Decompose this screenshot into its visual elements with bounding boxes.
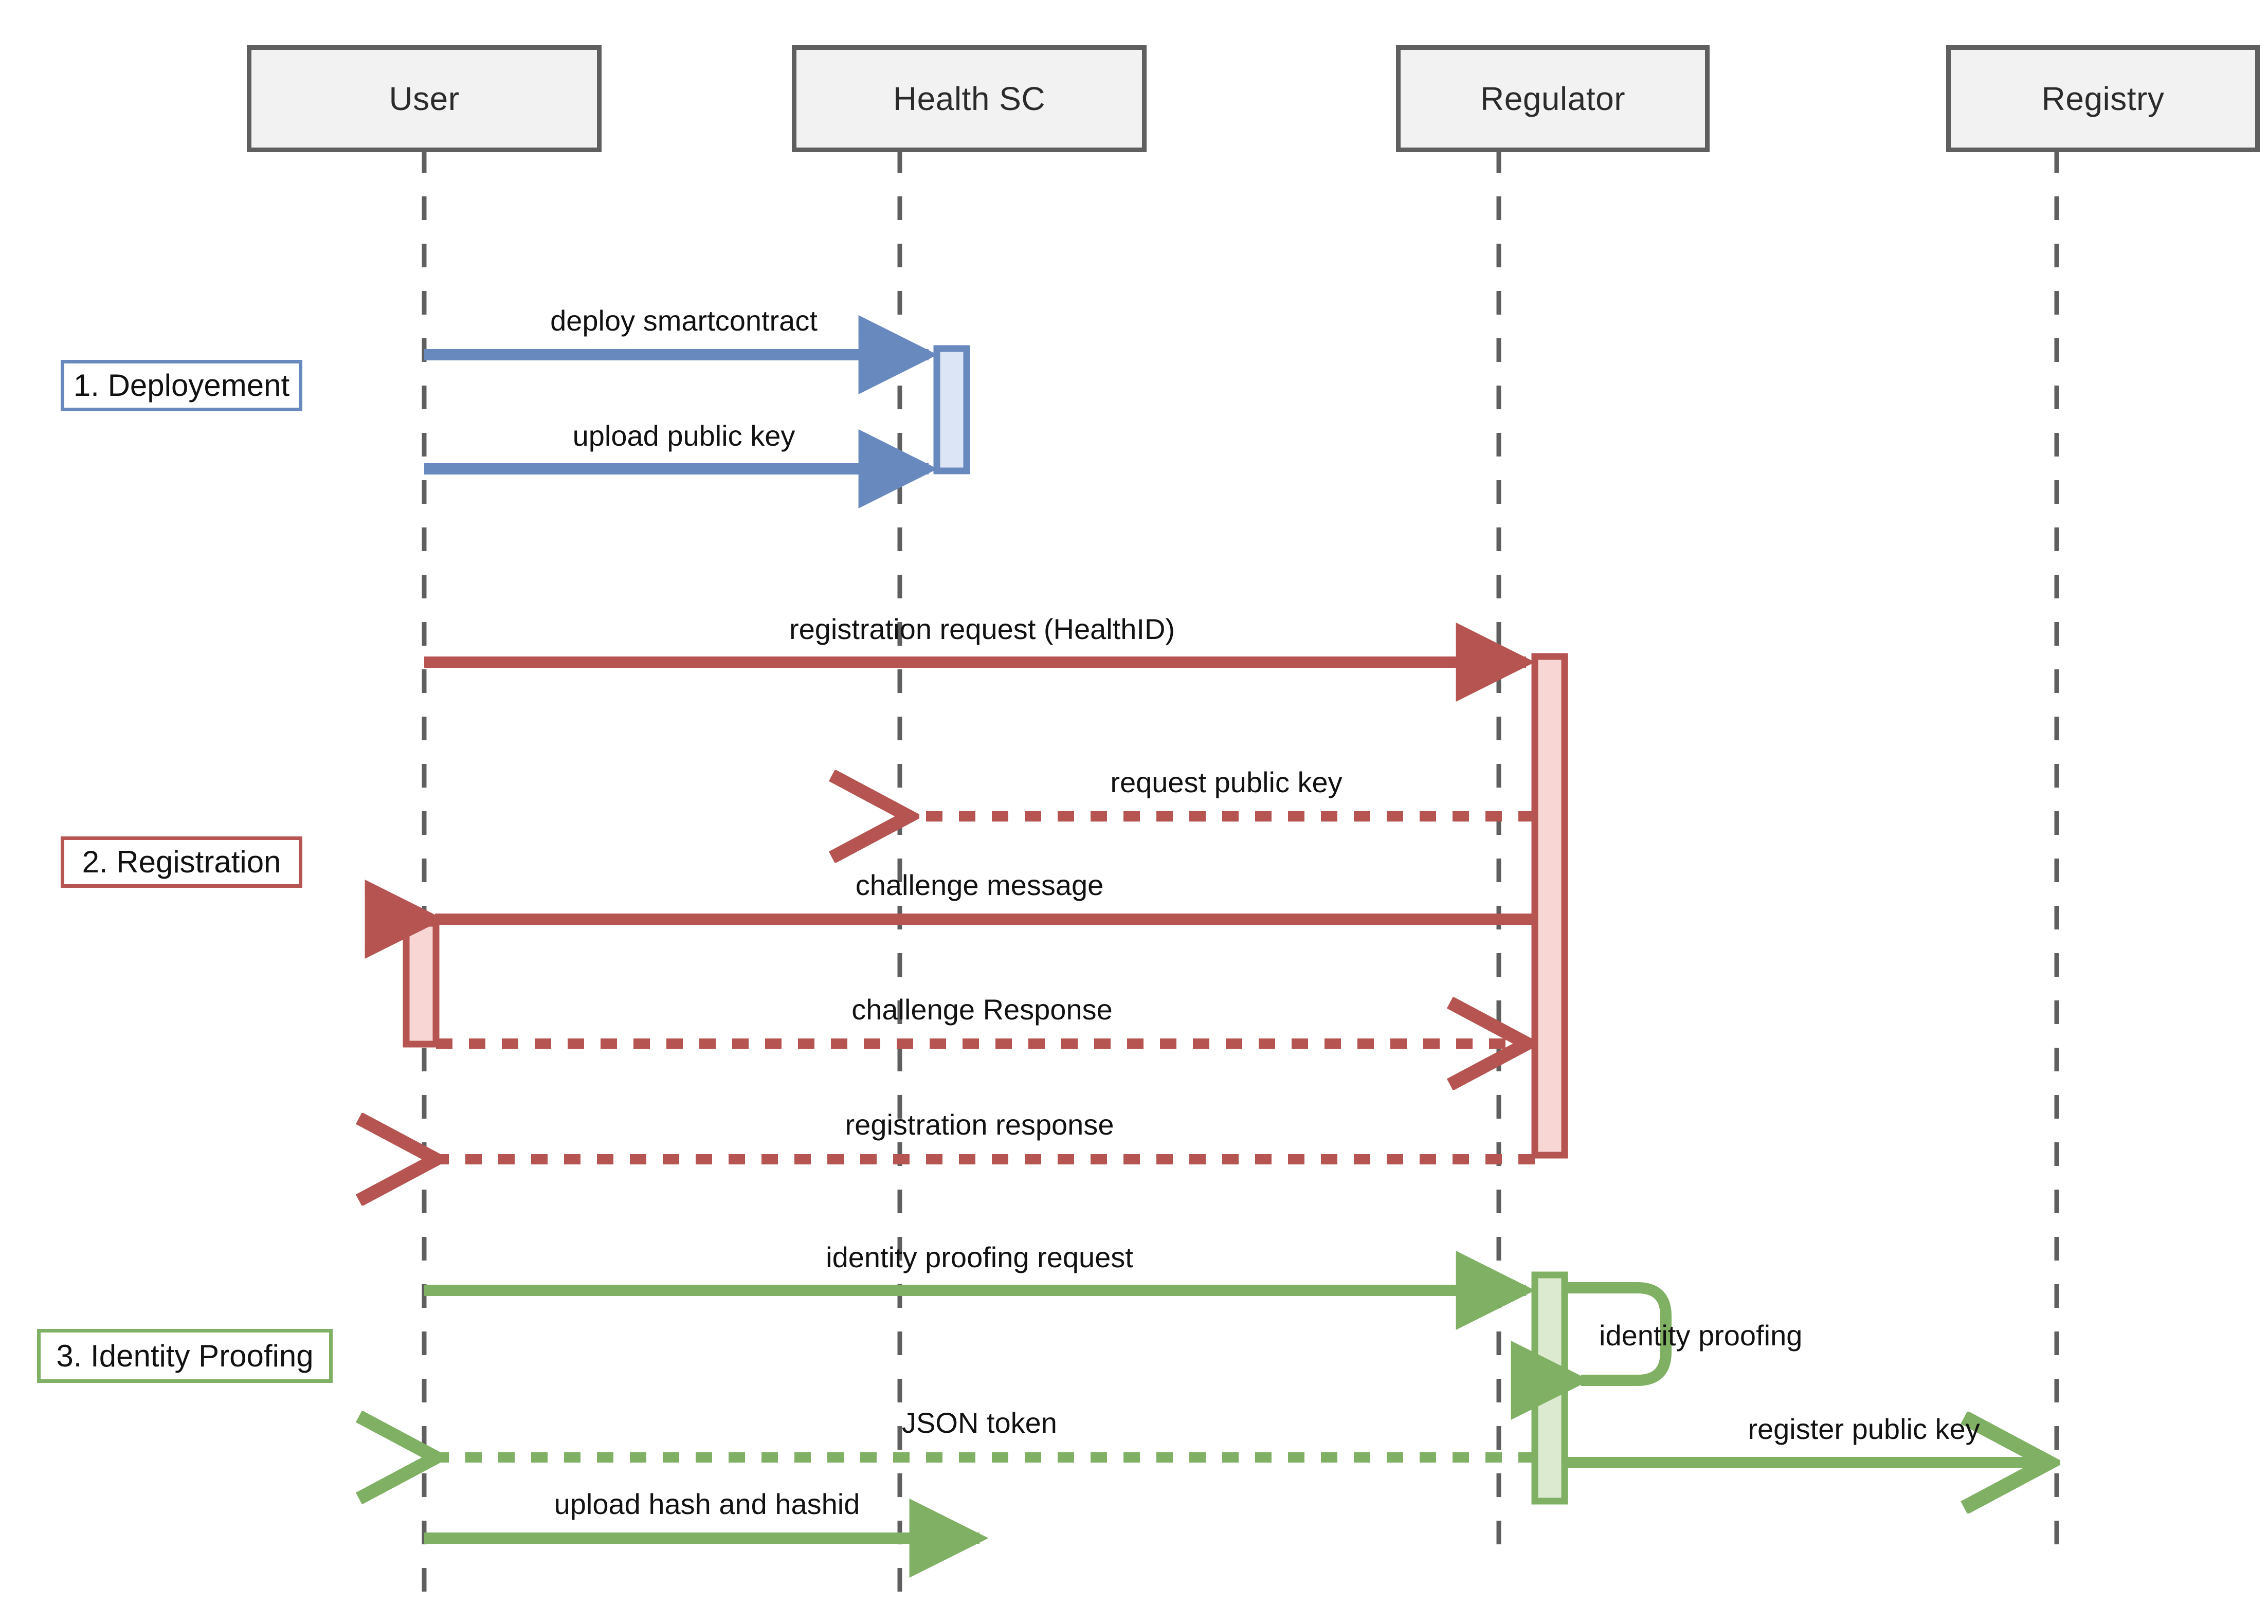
phase-label-registration: 2. Registration — [82, 845, 281, 879]
message-label-request-public-key: request public key — [1110, 766, 1342, 798]
message-label-registration-request: registration request (HealthID) — [789, 613, 1175, 645]
lifeline-label-health-sc: Health SC — [893, 80, 1046, 117]
message-label-upload-hash-and-hashid: upload hash and hashid — [554, 1488, 860, 1520]
message-label-challenge-message: challenge message — [855, 869, 1104, 901]
lifeline-dashes — [422, 149, 2059, 1599]
lifeline-label-user: User — [389, 80, 460, 117]
message-label-self-identity-proofing: identity proofing — [1599, 1319, 1803, 1352]
activation-user-challenge — [403, 920, 440, 1048]
phase1-message-arrows — [424, 315, 938, 508]
phase2-message-arrows — [424, 623, 1535, 1159]
lifeline-header-health-sc[interactable]: Health SC — [792, 45, 1147, 152]
activation-healthsc-deployment — [933, 345, 970, 475]
phase-box-deployment[interactable]: 1. Deployement — [61, 360, 302, 411]
message-label-register-public-key: register public key — [1748, 1413, 1980, 1445]
lifeline-header-user[interactable]: User — [247, 45, 602, 152]
arrow-self-identity-proofing — [1511, 1282, 1672, 1420]
message-label-registration-response: registration response — [845, 1108, 1114, 1141]
message-label-identity-proofing-request: identity proofing request — [826, 1241, 1133, 1273]
phase3-message-arrows — [424, 1251, 2049, 1578]
activation-regulator-identity-proofing — [1531, 1271, 1568, 1505]
phase-label-deployment: 1. Deployement — [73, 368, 290, 403]
lifeline-header-registry[interactable]: Registry — [1946, 45, 2260, 152]
message-label-json-token: JSON token — [902, 1407, 1057, 1439]
lifeline-label-regulator: Regulator — [1480, 80, 1625, 117]
lifeline-label-registry: Registry — [2041, 80, 2165, 117]
lifeline-header-regulator[interactable]: Regulator — [1396, 45, 1710, 152]
message-label-challenge-response: challenge Response — [851, 993, 1113, 1026]
activation-regulator-registration — [1531, 653, 1568, 1159]
phase-label-identity-proofing: 3. Identity Proofing — [56, 1338, 314, 1373]
message-label-upload-public-key: upload public key — [572, 419, 795, 452]
message-label-deploy-smartcontract: deploy smartcontract — [550, 304, 818, 337]
phase-box-registration[interactable]: 2. Registration — [61, 836, 302, 888]
phase-box-identity-proofing[interactable]: 3. Identity Proofing — [37, 1329, 333, 1383]
